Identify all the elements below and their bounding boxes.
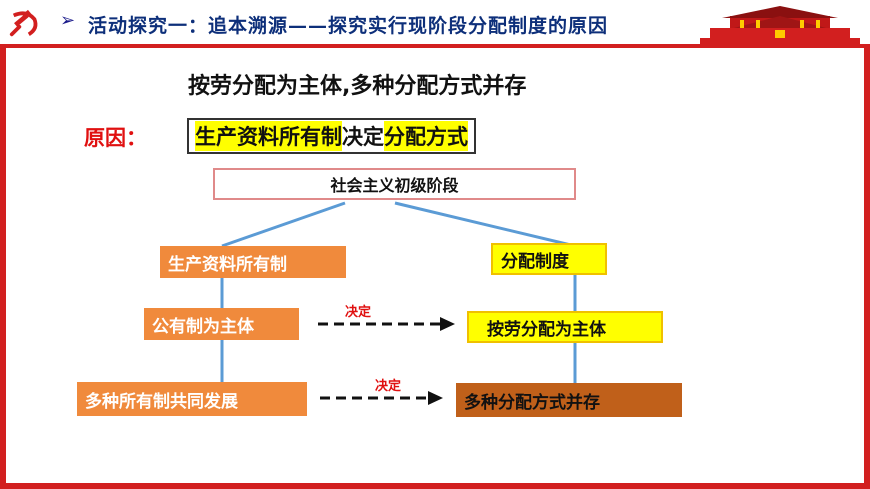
reason-decides: 决定: [342, 125, 384, 149]
party-emblem-icon: [6, 6, 44, 40]
node-ownership-system: 生产资料所有制: [160, 246, 346, 278]
main-title: 按劳分配为主体,多种分配方式并存: [188, 74, 527, 99]
node-public-ownership: 公有制为主体: [144, 308, 299, 340]
reason-ownership: 生产资料所有制: [195, 121, 342, 151]
header-title: 活动探究一：追本溯源——探究实行现阶段分配制度的原因: [88, 15, 609, 37]
root-node: 社会主义初级阶段: [213, 168, 576, 200]
node-multiple-ownership: 多种所有制共同发展: [77, 382, 307, 416]
decides-label-1: 决定: [345, 305, 372, 320]
reason-distribution: 分配方式: [384, 121, 468, 151]
header-divider: [0, 44, 870, 48]
reason-statement: 生产资料所有制 决定 分配方式: [187, 118, 476, 154]
reason-label: 原因：: [84, 126, 147, 150]
bullet-arrow-icon: ➢: [60, 10, 76, 31]
node-distribution-system: 分配制度: [491, 243, 607, 275]
node-multiple-distribution: 多种分配方式并存: [456, 383, 682, 417]
tiananmen-icon: [700, 6, 860, 46]
node-distribution-by-labor: 按劳分配为主体: [467, 311, 663, 343]
decides-label-2: 决定: [375, 379, 402, 394]
